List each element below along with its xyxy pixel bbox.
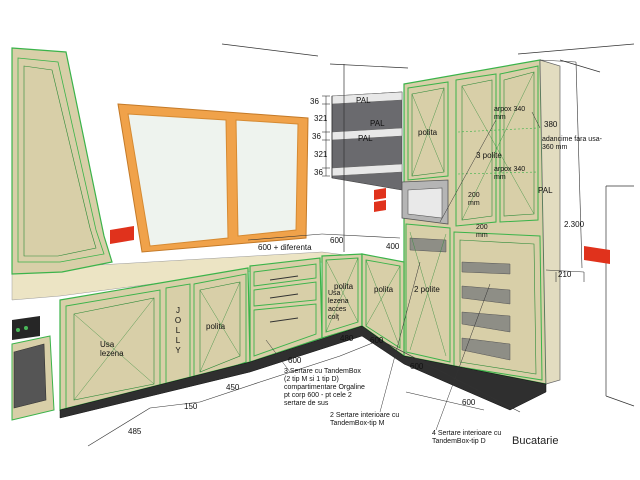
dim-210: 210 bbox=[558, 270, 572, 279]
dim-150: 150 bbox=[184, 402, 198, 411]
room-outline bbox=[221, 43, 635, 407]
note-tandembox-2: 2 Sertare interioare cu TandemBox-tip M bbox=[330, 412, 400, 427]
dim-400: 400 bbox=[386, 242, 400, 251]
left-appliance bbox=[11, 316, 55, 421]
label-pal-2: PAL bbox=[370, 119, 385, 128]
label-200-mm-b: 200 mm bbox=[476, 224, 488, 239]
dim-450: 450 bbox=[226, 383, 240, 392]
label-pal-3: PAL bbox=[358, 134, 373, 143]
upper-left-wall-cabinet bbox=[11, 47, 113, 275]
open-shelves bbox=[331, 91, 403, 191]
label-pal-side: PAL bbox=[538, 186, 553, 195]
label-200-mm-a: 200 mm bbox=[468, 192, 480, 207]
label-three-polite: 3 polite bbox=[476, 151, 502, 160]
dim-321-a: 321 bbox=[314, 114, 328, 123]
dim-36-top: 36 bbox=[310, 97, 319, 106]
tall-cabinet-block bbox=[401, 59, 561, 385]
dim-600-tall: 600 bbox=[410, 362, 424, 371]
dim-600-diff: 600 + diferenta bbox=[258, 243, 312, 252]
drawing-title: Bucatarie bbox=[512, 435, 559, 447]
note-tandembox-3: 3 Sertare cu TandemBox (2 tip M si 1 tip… bbox=[284, 368, 365, 407]
dim-36-c: 36 bbox=[314, 168, 323, 177]
wall-sockets bbox=[110, 188, 610, 264]
plinth bbox=[59, 325, 547, 419]
dim-321-b: 321 bbox=[314, 150, 328, 159]
label-usa-lezena-acces: Usa lezena acces colţ bbox=[328, 290, 349, 321]
label-usa-lezena-left: Usa lezena bbox=[100, 340, 124, 358]
label-pal-1: PAL bbox=[356, 96, 371, 105]
dimension-lines bbox=[87, 59, 585, 447]
label-polita-corner: polita bbox=[334, 282, 354, 291]
label-polita-tall: polita bbox=[418, 128, 438, 137]
leader-lines bbox=[265, 111, 541, 431]
base-cabinets bbox=[59, 253, 547, 419]
dim-380: 380 bbox=[544, 120, 558, 129]
dim-2300: 2.300 bbox=[564, 220, 585, 229]
dim-480: 480 bbox=[340, 334, 354, 343]
label-approx-340-a: arpox 340 mm bbox=[494, 106, 526, 121]
label-approx-340-b: arpox 340 mm bbox=[494, 166, 526, 181]
window bbox=[117, 103, 309, 253]
dim-36-b: 36 bbox=[312, 132, 321, 141]
dim-600-top: 600 bbox=[330, 236, 344, 245]
label-two-polite: 2 polite bbox=[414, 285, 440, 294]
dim-485: 485 bbox=[128, 427, 142, 436]
label-polita-base-1: polita bbox=[206, 322, 226, 331]
label-jolly: J O L L Y bbox=[174, 306, 182, 355]
dim-600-bottom: 600 bbox=[462, 398, 476, 407]
label-polita-base-2: polita bbox=[374, 285, 394, 294]
note-tandembox-4: 4 Sertare interioare cu TandemBox-tip D bbox=[432, 430, 502, 445]
dim-600-corner: 600 bbox=[370, 336, 384, 345]
dim-600-mid: 600 bbox=[288, 356, 302, 365]
label-depth-note: adancime fara usa- 360 mm bbox=[542, 136, 602, 151]
